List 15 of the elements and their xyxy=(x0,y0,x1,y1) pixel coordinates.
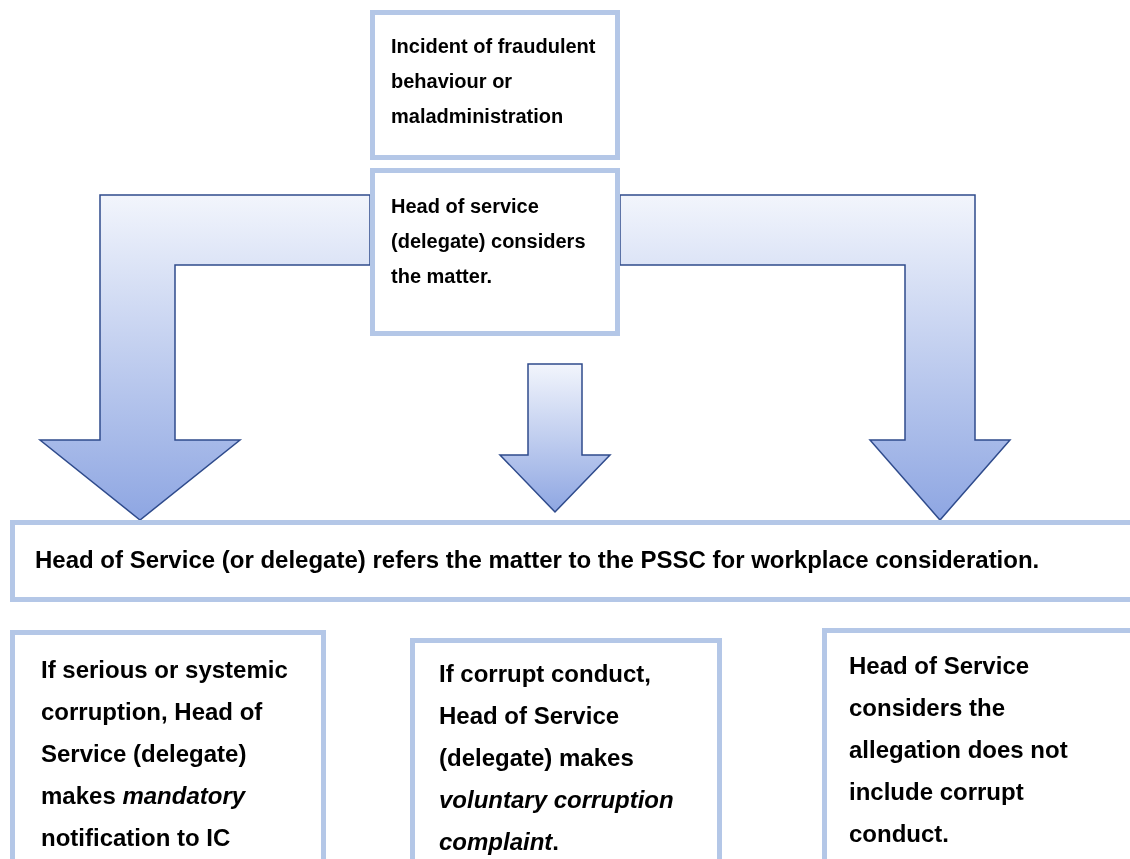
box-text: Incident of fraudulent behaviour or maladministration xyxy=(391,34,597,129)
text-box xyxy=(370,10,620,160)
block-arrow xyxy=(498,363,612,514)
box-text: If serious or systemic corruption, Head of Service (delegate) makes mandatory notification to IC xyxy=(41,655,289,853)
box-text: Head of Service (or delegate) refers the matter to the PSSC for workplace consideration. xyxy=(35,545,1041,575)
block-arrow xyxy=(619,194,1012,522)
box-text: Head of service (delegate) considers the matter. xyxy=(391,194,587,289)
box-text: If corrupt conduct, Head of Service (delegate) makes voluntary corruption complaint. xyxy=(439,659,675,857)
text-box xyxy=(370,168,620,336)
block-arrow xyxy=(37,194,371,521)
box-text: Head of Service considers the allegation does not include corrupt conduct. xyxy=(849,651,1069,849)
text-box xyxy=(822,628,1130,859)
text-box xyxy=(410,638,722,859)
text-box xyxy=(10,630,326,859)
text-box xyxy=(10,520,1130,602)
